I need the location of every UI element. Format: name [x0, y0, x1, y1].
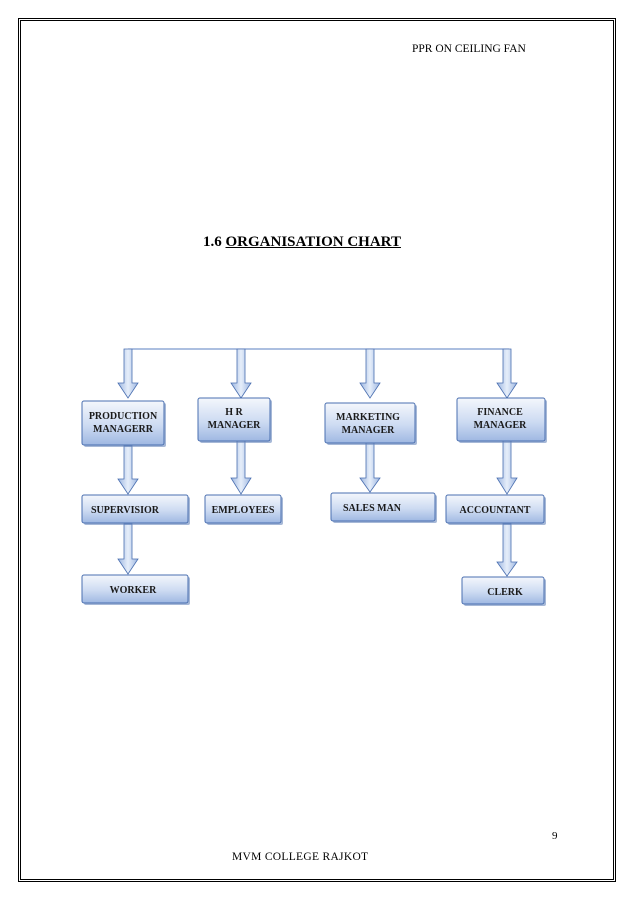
page-number: 9	[552, 830, 558, 842]
box-sales-man-label: SALES MAN	[343, 503, 402, 514]
box-production-manager-line1: PRODUCTION	[89, 411, 158, 422]
box-finance-manager-line2: MANAGER	[474, 420, 528, 431]
box-worker-label: WORKER	[110, 585, 157, 596]
box-hr-manager-line1: H R	[225, 407, 243, 418]
section-number: 1.6	[203, 234, 222, 250]
running-footer: MVM COLLEGE RAJKOT	[232, 851, 369, 863]
box-supervisior: SUPERVISIOR	[81, 494, 190, 525]
box-clerk-label: CLERK	[487, 587, 523, 598]
arrow-to-production-manager	[117, 348, 139, 399]
box-accountant-label: ACCOUNTANT	[460, 505, 531, 516]
box-marketing-manager: MARKETING MANAGER	[324, 402, 417, 445]
arrow-to-clerk	[496, 523, 518, 577]
box-marketing-manager-line1: MARKETING	[336, 412, 400, 423]
section-title-text: ORGANISATION CHART	[225, 234, 401, 250]
box-production-manager-line2: MANAGERR	[93, 424, 154, 435]
page-border	[18, 18, 616, 882]
box-employees: EMPLOYEES	[204, 494, 283, 525]
box-employees-label: EMPLOYEES	[212, 505, 275, 516]
box-hr-manager-line2: MANAGER	[208, 420, 262, 431]
arrow-to-worker	[117, 523, 139, 575]
box-finance-manager: FINANCE MANAGER	[456, 397, 547, 443]
arrow-to-marketing-manager	[359, 348, 381, 399]
box-supervisior-label: SUPERVISIOR	[91, 505, 160, 516]
running-header: PPR ON CEILING FAN	[412, 43, 526, 55]
arrow-to-hr-manager	[230, 348, 252, 399]
box-sales-man: SALES MAN	[330, 492, 437, 523]
box-hr-manager: H R MANAGER	[197, 397, 272, 443]
box-worker: WORKER	[81, 574, 190, 605]
arrow-to-accountant	[496, 440, 518, 495]
box-clerk: CLERK	[461, 576, 546, 606]
box-marketing-manager-line2: MANAGER	[342, 425, 396, 436]
arrow-to-employees	[230, 440, 252, 495]
box-accountant: ACCOUNTANT	[445, 494, 546, 525]
section-title: 1.6 ORGANISATION CHART	[203, 234, 401, 251]
arrow-to-finance-manager	[496, 348, 518, 399]
arrow-to-sales-man	[359, 442, 381, 493]
box-finance-manager-line1: FINANCE	[477, 407, 523, 418]
arrow-to-supervisior	[117, 445, 139, 495]
box-production-manager: PRODUCTION MANAGERR	[81, 400, 166, 447]
